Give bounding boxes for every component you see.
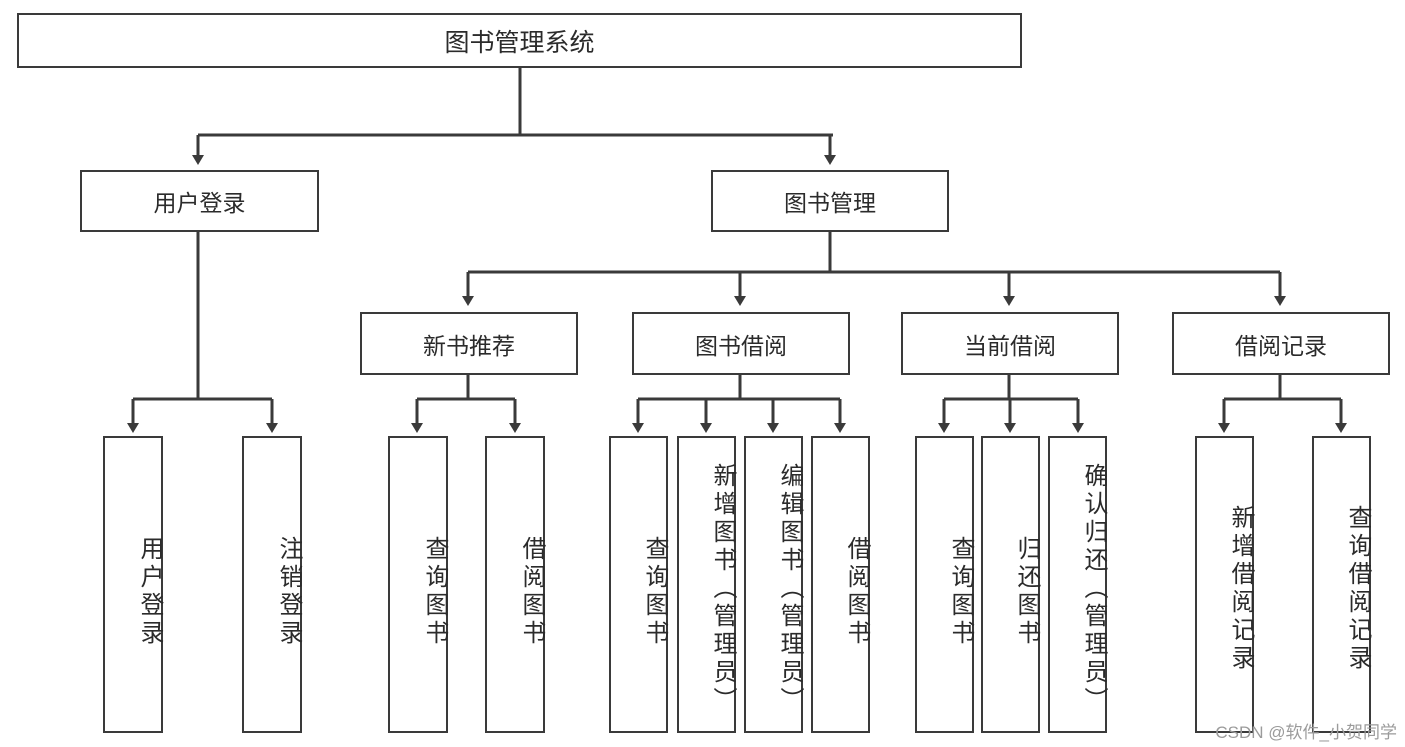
node-leaf-user-login[interactable]: 用户登录: [103, 436, 163, 733]
node-leaf-confirm-return-label: 确认归还（管理员）: [1080, 462, 1107, 715]
node-user-login-label: 用户登录: [153, 190, 246, 216]
node-leaf-return-book[interactable]: 归还图书: [981, 436, 1040, 733]
node-leaf-user-login-label: 用户登录: [136, 535, 163, 648]
node-user-login[interactable]: 用户登录: [80, 170, 319, 232]
node-leaf-query-book-3[interactable]: 查询图书: [915, 436, 974, 733]
node-current-borrow-label: 当前借阅: [964, 332, 1056, 359]
node-leaf-query-book-1[interactable]: 查询图书: [388, 436, 448, 733]
node-book-borrow-label: 图书借阅: [695, 332, 787, 359]
node-root[interactable]: 图书管理系统: [17, 13, 1022, 68]
node-leaf-edit-book[interactable]: 编辑图书（管理员）: [744, 436, 803, 733]
node-leaf-borrow-book-1-label: 借阅图书: [518, 535, 545, 648]
node-leaf-query-record-label: 查询借阅记录: [1344, 504, 1371, 673]
node-leaf-add-record-label: 新增借阅记录: [1227, 504, 1254, 673]
node-leaf-add-record[interactable]: 新增借阅记录: [1195, 436, 1254, 733]
node-leaf-add-book[interactable]: 新增图书（管理员）: [677, 436, 736, 733]
node-leaf-return-book-label: 归还图书: [1013, 535, 1040, 648]
node-new-book-recommend-label: 新书推荐: [423, 332, 515, 359]
node-book-manage[interactable]: 图书管理: [711, 170, 949, 232]
node-borrow-record-label: 借阅记录: [1235, 332, 1327, 359]
node-borrow-record[interactable]: 借阅记录: [1172, 312, 1390, 375]
node-current-borrow[interactable]: 当前借阅: [901, 312, 1119, 375]
node-leaf-borrow-book-2-label: 借阅图书: [843, 535, 870, 648]
node-book-manage-label: 图书管理: [784, 190, 876, 216]
node-leaf-query-book-2-label: 查询图书: [641, 535, 668, 648]
node-leaf-logout-label: 注销登录: [275, 535, 302, 648]
node-leaf-borrow-book-2[interactable]: 借阅图书: [811, 436, 870, 733]
node-root-label: 图书管理系统: [444, 28, 595, 57]
node-leaf-query-book-3-label: 查询图书: [947, 535, 974, 648]
node-leaf-confirm-return[interactable]: 确认归还（管理员）: [1048, 436, 1107, 733]
node-leaf-logout[interactable]: 注销登录: [242, 436, 302, 733]
watermark-text: CSDN @软件_小贺同学: [1215, 723, 1397, 742]
node-leaf-borrow-book-1[interactable]: 借阅图书: [485, 436, 545, 733]
node-leaf-edit-book-label: 编辑图书（管理员）: [776, 462, 803, 715]
node-new-book-recommend[interactable]: 新书推荐: [360, 312, 578, 375]
node-leaf-add-book-label: 新增图书（管理员）: [709, 462, 736, 715]
node-leaf-query-book-1-label: 查询图书: [421, 535, 448, 648]
node-leaf-query-record[interactable]: 查询借阅记录: [1312, 436, 1371, 733]
node-leaf-query-book-2[interactable]: 查询图书: [609, 436, 668, 733]
node-book-borrow[interactable]: 图书借阅: [632, 312, 850, 375]
